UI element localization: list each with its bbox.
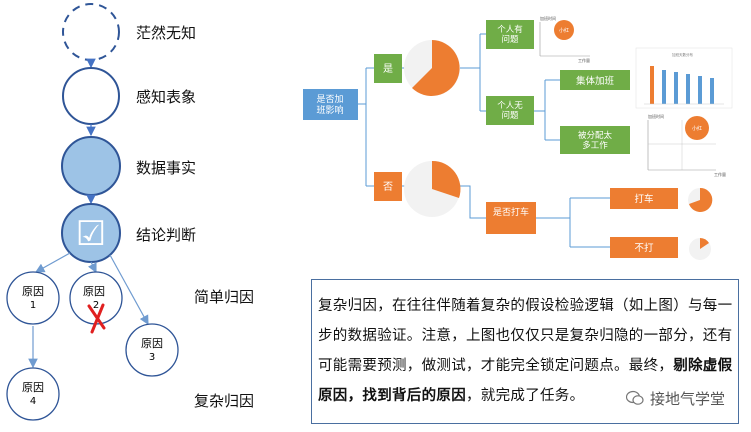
no-node-label: 否: [383, 181, 393, 193]
mini-bar-3: [674, 72, 678, 104]
cause-4-circle: [6, 367, 60, 421]
cause-3-circle: [125, 323, 179, 377]
note-text: 复杂归因，在往往伴随着复杂的假设检验逻辑（如上图）与每一步的数据验证。注意，上图…: [318, 291, 733, 411]
cause-arrows: [28, 252, 149, 369]
tree-connectors: [358, 33, 610, 248]
ladder-node-perception: [62, 67, 120, 125]
watermark: 接地气学堂: [648, 388, 728, 409]
taxi-label: 打车: [634, 193, 653, 205]
note-part-1: 复杂归因，在往往伴随着复杂的假设检验逻辑（如上图）与每一步的数据验证。注意，上图…: [318, 298, 733, 374]
taxi-pie-slice: [689, 187, 713, 212]
assigned-too-much-node: [560, 126, 630, 154]
arrow-to-cause-3: [109, 254, 149, 326]
stage-label-conclusion: 结论判断: [136, 226, 196, 244]
complex-attribution-label: 复杂归因: [194, 392, 254, 410]
personal-problem-node: [486, 20, 534, 49]
mini-chart-1-bubble-label: 小红: [559, 27, 569, 34]
decision-tree: 是否加班影响 是 个人有问题 加班时间 小红 工作量 个人无问题 集体加班 被分…: [303, 15, 733, 260]
mini-chart-1: 加班时间 小红 工作量: [539, 15, 590, 63]
stage-label-unknown: 茫然无知: [136, 24, 196, 42]
causes: 原因 1 原因 2 原因 3 原因 4 简单归因 复杂归因: [6, 271, 254, 421]
root-node: [303, 89, 358, 120]
cause-1-circle: [6, 271, 60, 325]
cause-3-label: 原因: [141, 337, 163, 350]
cause-4-number: 4: [30, 396, 36, 407]
cross-icon: [87, 303, 106, 334]
note-box: [311, 279, 739, 424]
cause-2-label: 原因: [83, 285, 105, 298]
cause-3-number: 3: [149, 352, 155, 363]
is-taxi-label: 是否打车: [493, 206, 529, 218]
mini-chart-1-title: 加班时间: [540, 15, 556, 21]
root-node-label: 是否加班影响: [316, 94, 343, 116]
mini-scatter-axis: 工作量: [714, 171, 726, 177]
collective-overtime-node: [560, 70, 630, 90]
personal-no-problem-node: [486, 96, 534, 125]
cause-1-number: 1: [30, 300, 36, 311]
mini-scatter: 加班时间 小红 工作量: [647, 113, 726, 177]
mini-scatter-bubble-label: 小红: [692, 125, 702, 132]
yes-node-label: 是: [383, 63, 393, 75]
mini-bar-4: [686, 74, 690, 104]
chat-bubble-icon: [626, 390, 644, 405]
mini-bar-1: [650, 66, 654, 104]
yes-pie-slice: [412, 40, 460, 96]
ladder: ☑ 茫然无知 感知表象 数据事实 结论判断: [61, 3, 196, 263]
assigned-too-much-label: 被分配太多工作: [578, 130, 613, 151]
mini-bar-2: [662, 70, 666, 104]
cause-4-label: 原因: [22, 381, 44, 394]
mini-chart-1-axis: 工作量: [578, 57, 590, 63]
check-box-icon: ☑: [76, 214, 106, 254]
no-taxi-pie-slice: [700, 238, 709, 249]
mini-chart-1-bubble: [554, 20, 574, 40]
personal-problem-label: 个人有问题: [497, 24, 523, 45]
mini-bar-6: [710, 78, 714, 104]
note-part-2: ，就完成了任务。: [466, 388, 585, 404]
yes-node: [374, 54, 402, 83]
cause-1-label: 原因: [22, 285, 44, 298]
is-taxi-node: [486, 202, 536, 234]
mini-bar-chart: 加班天数分布: [635, 47, 733, 109]
personal-no-problem-label: 个人无问题: [497, 101, 523, 121]
stage-label-data: 数据事实: [136, 159, 196, 177]
arrow-to-cause-2: [87, 261, 97, 274]
collective-overtime-label: 集体加班: [576, 75, 615, 87]
ladder-node-unknown: [62, 3, 120, 61]
mini-scatter-label: 加班时间: [648, 113, 664, 119]
stage-label-perception: 感知表象: [136, 88, 196, 106]
mini-bar-title: 加班天数分布: [672, 52, 693, 57]
mini-bar-5: [698, 76, 702, 104]
cause-2-number: 2: [93, 300, 99, 311]
simple-attribution-label: 简单归因: [194, 288, 254, 306]
no-taxi-node: [610, 237, 678, 258]
note-bold: 剔除虚假原因，找到背后的原因: [318, 358, 733, 404]
ladder-node-data: [61, 136, 121, 196]
no-node: [374, 172, 402, 201]
no-taxi-label: 不打: [634, 242, 654, 254]
arrow-to-cause-1: [34, 252, 71, 273]
no-pie-slice: [432, 160, 461, 198]
taxi-node: [610, 188, 678, 209]
mini-scatter-bubble: [685, 116, 709, 140]
